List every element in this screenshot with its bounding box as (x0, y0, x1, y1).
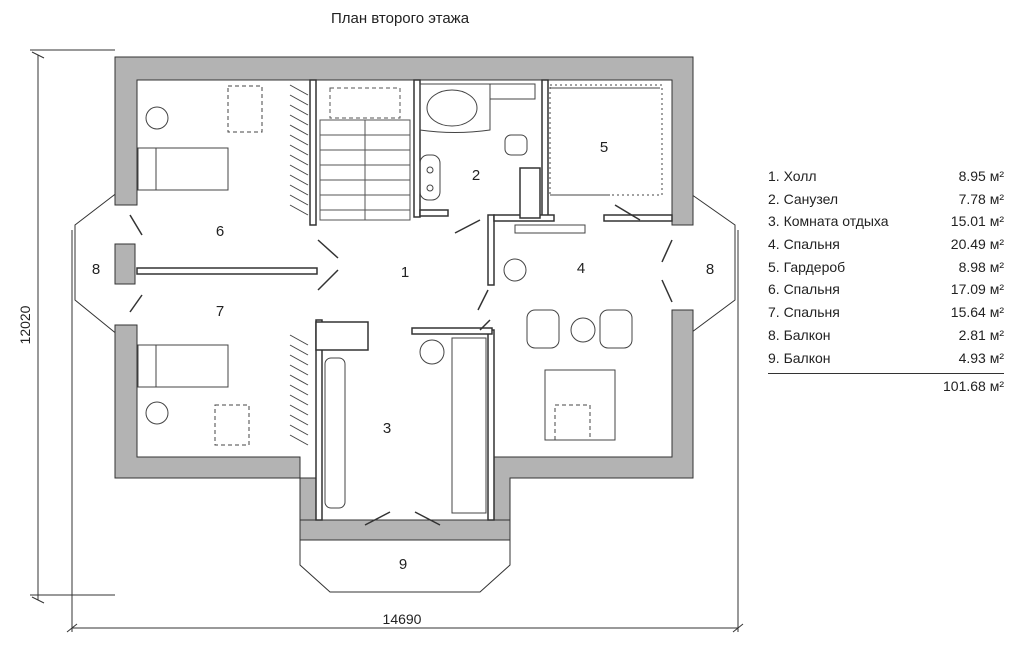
interior-walls (136, 79, 673, 521)
area-legend: 1. Холл 8.95 м² 2. Санузел 7.78 м² 3. Комн… (768, 165, 1004, 394)
legend-room-area: 20.49 м² (950, 236, 1004, 253)
staircase (319, 87, 411, 221)
legend-row: 6. Спальня 17.09 м² (768, 278, 1004, 301)
room-label-1: 1 (401, 264, 409, 281)
legend-room-name: 4. Спальня (768, 236, 840, 253)
room-label-8-right: 8 (706, 261, 714, 278)
floor-plan: 14690 12020 (17, 49, 744, 633)
legend-room-area: 15.01 м² (950, 213, 1004, 230)
legend-divider (768, 373, 1004, 375)
legend-room-area: 15.64 м² (950, 304, 1004, 321)
legend-row: 3. Комната отдыха 15.01 м² (768, 210, 1004, 233)
legend-room-name: 5. Гардероб (768, 258, 846, 275)
wardrobe-rails (549, 84, 663, 196)
legend-row: 8. Балкон 2.81 м² (768, 324, 1004, 347)
legend-room-name: 9. Балкон (768, 349, 831, 366)
room-label-3: 3 (383, 420, 391, 437)
height-dimension: 12020 (17, 305, 33, 344)
legend-room-name: 6. Спальня (768, 281, 840, 298)
legend-row: 4. Спальня 20.49 м² (768, 233, 1004, 256)
legend-room-area: 4.93 м² (958, 349, 1004, 366)
bedroom-4-furniture (503, 224, 633, 441)
room-label-8-left: 8 (92, 261, 100, 278)
legend-room-area: 7.78 м² (958, 190, 1004, 207)
legend-room-name: 8. Балкон (768, 326, 831, 343)
door-swings (129, 204, 673, 526)
balcony-outlines (74, 191, 736, 593)
legend-row: 5. Гардероб 8.98 м² (768, 256, 1004, 279)
room-label-7: 7 (216, 303, 224, 320)
legend-room-name: 3. Комната отдыха (768, 213, 889, 230)
legend-room-area: 8.98 м² (958, 258, 1004, 275)
bathroom-fixtures (419, 83, 536, 201)
bedroom-6-furniture (137, 85, 263, 446)
legend-room-name: 2. Санузел (768, 190, 839, 207)
room-labels: 1 2 3 4 5 6 7 8 8 9 (92, 139, 714, 573)
legend-room-area: 17.09 м² (950, 281, 1004, 298)
room-label-4: 4 (577, 260, 585, 277)
wardrobe-hatching (289, 84, 660, 446)
legend-room-area: 8.95 м² (958, 168, 1004, 184)
legend-total: 101.68 м² (943, 378, 1004, 395)
legend-room-area: 2.81 м² (958, 326, 1004, 343)
dimension-lines (30, 49, 744, 633)
legend-room-name: 7. Спальня (768, 304, 840, 321)
legend-room-name: 1. Холл (768, 168, 817, 184)
plan-title: План второго этажа (330, 10, 470, 27)
width-dimension: 14690 (383, 611, 422, 627)
lounge-furniture (324, 337, 487, 514)
exterior-walls (114, 56, 694, 541)
legend-row: 2. Санузел 7.78 м² (768, 188, 1004, 211)
room-label-9: 9 (399, 556, 407, 573)
room-label-5: 5 (600, 139, 608, 156)
room-label-2: 2 (472, 167, 480, 184)
room-label-6: 6 (216, 223, 224, 240)
legend-row: 1. Холл 8.95 м² (768, 165, 1004, 188)
legend-row: 9. Балкон 4.93 м² (768, 347, 1004, 370)
legend-row: 7. Спальня 15.64 м² (768, 301, 1004, 324)
